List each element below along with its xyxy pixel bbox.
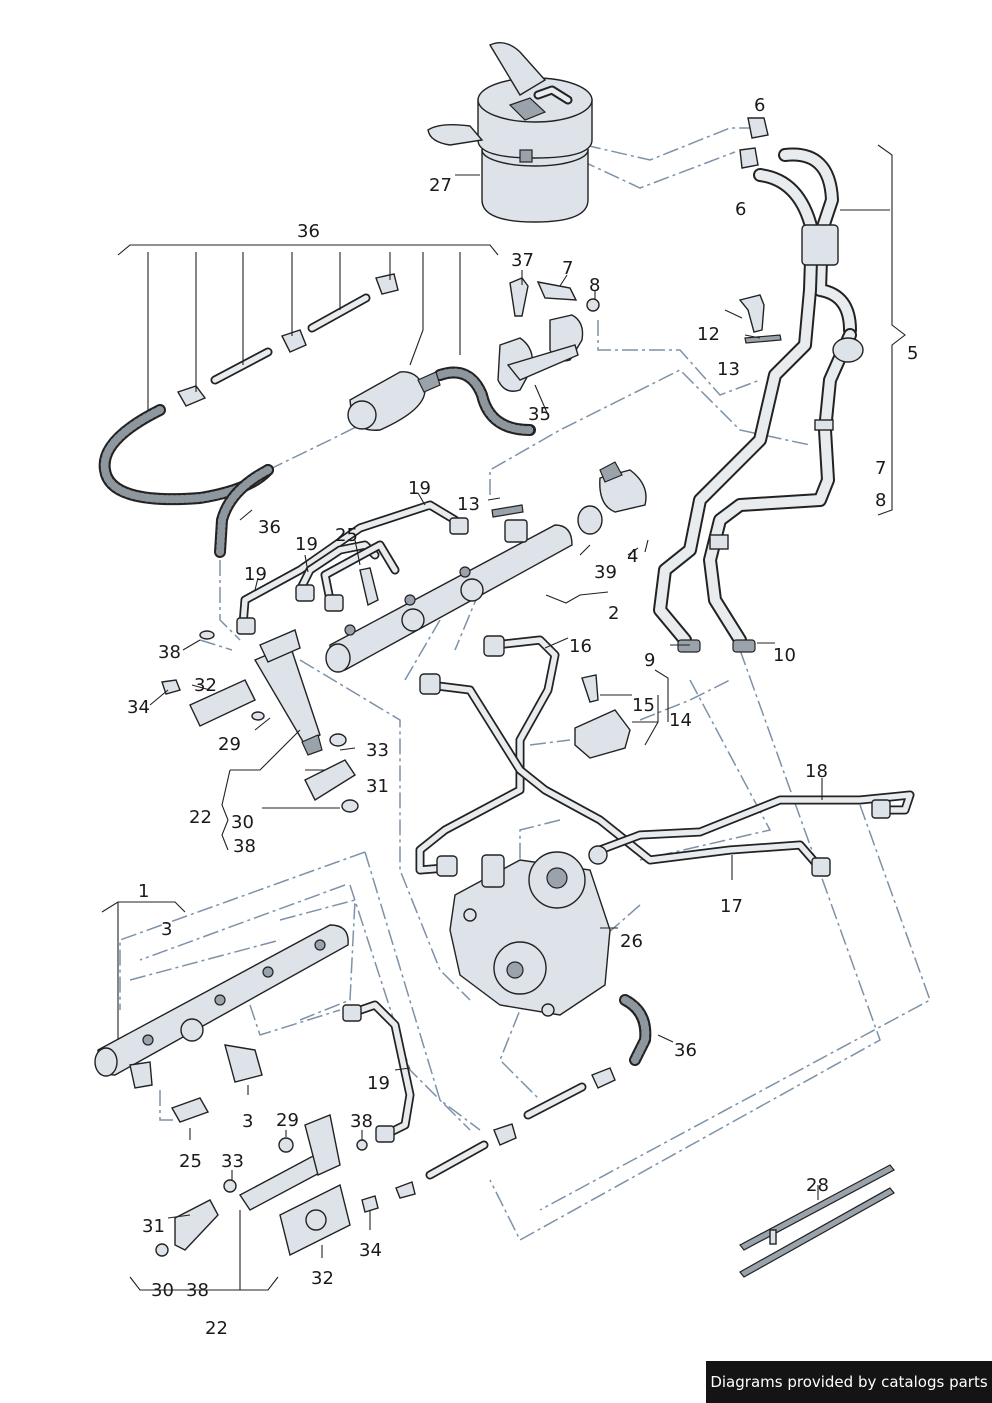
label-38: 38 [158, 642, 181, 663]
label-22: 22 [189, 807, 212, 828]
label-10: 10 [773, 645, 796, 666]
label-9: 9 [644, 650, 655, 671]
label-38: 38 [186, 1280, 209, 1301]
injector-lines-19 [236, 500, 469, 635]
label-22: 22 [205, 1318, 228, 1339]
label-13: 13 [717, 359, 740, 380]
label-29: 29 [276, 1110, 299, 1131]
cable-ties-28 [739, 1164, 895, 1278]
label-33: 33 [221, 1151, 244, 1172]
label-18: 18 [805, 761, 828, 782]
label-12: 12 [697, 324, 720, 345]
label-36: 36 [674, 1040, 697, 1061]
label-38: 38 [233, 836, 256, 857]
label-5: 5 [907, 343, 918, 364]
fuel-filter-27 [427, 42, 593, 223]
label-31: 31 [366, 776, 389, 797]
hose-set-36 [98, 273, 536, 558]
label-19: 19 [295, 534, 318, 555]
hose-36-lower [395, 994, 652, 1199]
label-32: 32 [311, 1268, 334, 1289]
leader-lines [101, 144, 906, 1291]
label-7: 7 [562, 258, 573, 279]
label-8: 8 [875, 490, 886, 511]
clamp-bracket-35 [497, 277, 600, 392]
return-hose-5 [653, 117, 864, 653]
label-6: 6 [735, 199, 746, 220]
label-17: 17 [720, 896, 743, 917]
label-25: 25 [179, 1151, 202, 1172]
injector-22-upper [161, 629, 359, 813]
label-27: 27 [429, 175, 452, 196]
label-30: 30 [231, 812, 254, 833]
label-7: 7 [875, 458, 886, 479]
label-31: 31 [142, 1216, 165, 1237]
callout-labels: 27 6 6 36 37 7 8 12 13 5 35 7 8 19 13 36… [127, 95, 918, 1339]
high-pressure-lines [415, 635, 915, 877]
injector-line-19-lower [342, 1000, 415, 1143]
label-14: 14 [669, 710, 692, 731]
label-3: 3 [242, 1111, 253, 1132]
high-pressure-pump-26 [449, 845, 611, 1017]
label-19: 19 [244, 564, 267, 585]
label-35: 35 [528, 404, 551, 425]
label-4: 4 [627, 546, 638, 567]
label-16: 16 [569, 636, 592, 657]
connection-lines [119, 127, 931, 1242]
label-25: 25 [335, 525, 358, 546]
label-36: 36 [258, 517, 281, 538]
label-38: 38 [350, 1111, 373, 1132]
fuel-rail-1 [94, 924, 349, 1123]
bracket-14 [574, 674, 631, 759]
label-28: 28 [806, 1175, 829, 1196]
label-39: 39 [594, 562, 617, 583]
label-2: 2 [608, 603, 619, 624]
label-29: 29 [218, 734, 241, 755]
label-30: 30 [151, 1280, 174, 1301]
label-19: 19 [408, 478, 431, 499]
label-32: 32 [194, 675, 217, 696]
label-26: 26 [620, 931, 643, 952]
label-6: 6 [754, 95, 765, 116]
label-15: 15 [632, 695, 655, 716]
label-34: 34 [359, 1240, 382, 1261]
label-37: 37 [511, 250, 534, 271]
label-36: 36 [297, 221, 320, 242]
label-1: 1 [138, 881, 149, 902]
fuel-rail-2 [325, 461, 647, 673]
label-34: 34 [127, 697, 150, 718]
screw-12 [738, 294, 782, 344]
label-8: 8 [589, 275, 600, 296]
label-13: 13 [457, 494, 480, 515]
injector-22-lower [155, 1114, 379, 1257]
label-33: 33 [366, 740, 389, 761]
label-3: 3 [161, 919, 172, 940]
label-19: 19 [367, 1073, 390, 1094]
footer-credit: Diagrams provided by catalogs parts [706, 1361, 992, 1403]
